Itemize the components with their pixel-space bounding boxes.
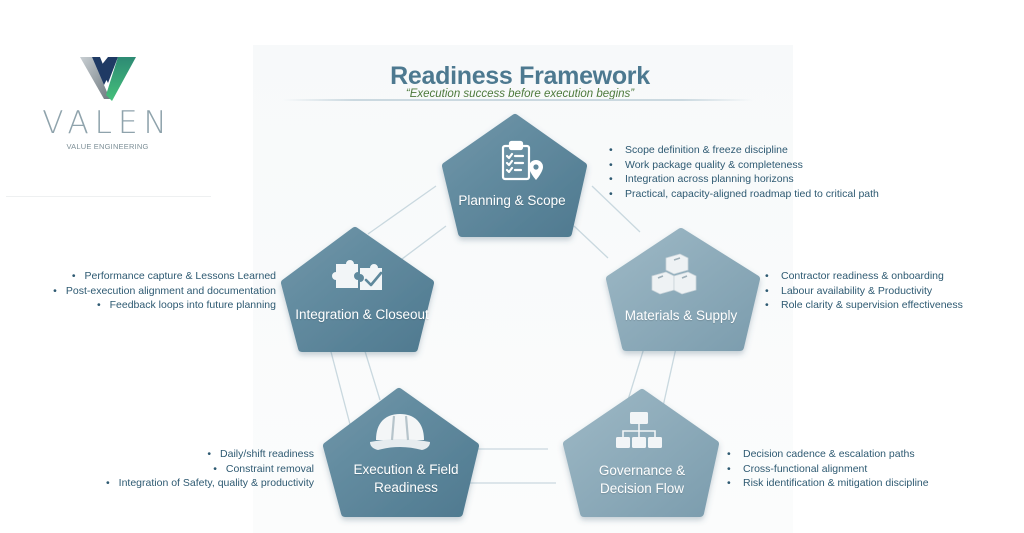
bullet-item: •Constraint removal <box>213 462 314 475</box>
bullet-item: •Integration across planning horizons <box>609 173 794 185</box>
bullet-item: •Labour availability & Productivity <box>765 284 933 297</box>
logo-divider <box>6 196 211 197</box>
bullet-item: •Integration of Safety, quality & produc… <box>105 477 314 489</box>
node-label-governance-line2: Decision Flow <box>599 481 685 496</box>
bullet-item: •Contractor readiness & onboarding <box>765 270 944 282</box>
puzzle-check-icon <box>332 260 383 290</box>
bullet-item: •Scope definition & freeze discipline <box>609 144 788 156</box>
bullet-item: •Role clarity & supervision effectivenes… <box>765 299 963 311</box>
connector-planning-materials-b <box>573 225 609 259</box>
connector-integration-execution-a <box>329 347 353 433</box>
connector-integration-execution-b <box>363 347 381 401</box>
pentagon-execution <box>323 388 479 517</box>
bullet-item: •Risk identification & mitigation discip… <box>727 477 929 489</box>
bullet-item: •Practical, capacity-aligned roadmap tie… <box>609 187 879 200</box>
connector-planning-integration-b <box>397 225 447 263</box>
connector-materials-governance-a <box>627 347 645 401</box>
logo-tagline: VALUE ENGINEERING <box>66 142 149 151</box>
node-label-execution: Execution & Field Readiness <box>340 461 472 497</box>
connector-planning-materials-a <box>591 185 641 233</box>
node-label-execution-line2: Readiness <box>374 480 438 495</box>
bullet-item: •Decision cadence & escalation paths <box>727 448 915 460</box>
pentagon-governance <box>563 389 719 517</box>
node-label-execution-line1: Execution & Field <box>353 462 459 477</box>
hard-hat-icon <box>370 414 430 450</box>
page-subtitle: “Execution success before execution begi… <box>405 88 635 100</box>
connector-planning-integration-a <box>367 185 437 235</box>
valen-v-logo-icon <box>80 57 136 101</box>
org-chart-icon <box>616 412 662 448</box>
node-label-materials: Materials & Supply <box>624 308 738 323</box>
bullet-item: •Cross-functional alignment <box>727 462 868 475</box>
bullet-item: •Work package quality & completeness <box>609 158 803 171</box>
pentagon-integration <box>281 227 434 352</box>
bullets-integration: •Performance capture & Lessons Learned •… <box>53 269 276 313</box>
node-label-governance-line1: Governance & <box>598 463 686 478</box>
bullets-materials: •Contractor readiness & onboarding •Labo… <box>765 269 963 313</box>
title-divider <box>283 99 753 101</box>
bullet-item: •Daily/shift readiness <box>207 448 314 460</box>
pentagon-planning <box>442 114 587 237</box>
valen-logo: VALEN VALUE ENGINEERING <box>40 55 175 155</box>
clipboard-location-icon <box>501 140 543 181</box>
bullets-execution: •Daily/shift readiness •Constraint remov… <box>106 447 314 491</box>
node-label-governance: Governance & Decision Flow <box>580 462 704 498</box>
page-title: Readiness Framework <box>390 62 650 90</box>
bullets-governance: •Decision cadence & escalation paths •Cr… <box>727 447 929 491</box>
bullet-item: •Post-execution alignment and documentat… <box>53 284 276 297</box>
node-label-planning: Planning & Scope <box>458 193 566 208</box>
bullet-item: •Feedback loops into future planning <box>96 299 276 311</box>
bullets-planning: •Scope definition & freeze discipline •W… <box>609 143 879 201</box>
node-label-integration: Integration & Closeout <box>295 307 429 322</box>
bullet-item: •Performance capture & Lessons Learned <box>71 270 276 282</box>
logo-wordmark: VALEN <box>42 105 173 141</box>
boxes-icon <box>651 253 697 295</box>
